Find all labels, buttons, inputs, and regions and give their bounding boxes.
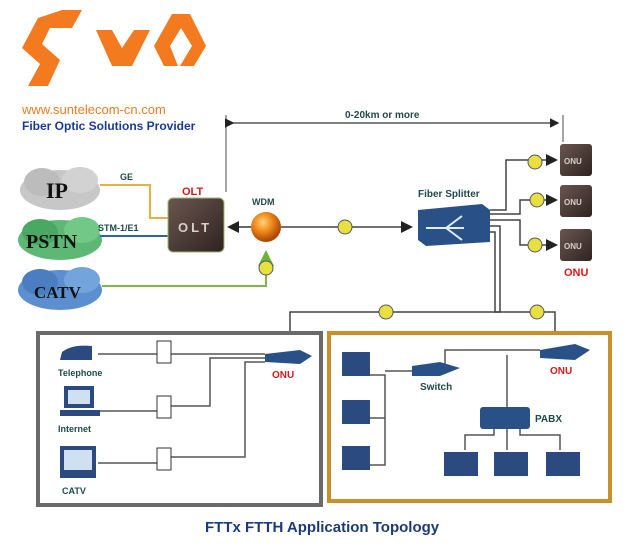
ge-link [100, 184, 168, 219]
onu-device-2: ONU [560, 185, 592, 217]
tv-icon [60, 446, 96, 478]
onu-device-1: ONU [560, 144, 592, 176]
internet-label: Internet [58, 424, 91, 434]
catv-link [102, 250, 274, 287]
pc-icons [342, 352, 370, 470]
onu-device-1-text: ONU [564, 157, 582, 166]
onu-device-3: ONU [560, 229, 592, 261]
onu-device-3-text: ONU [564, 242, 582, 251]
onu-device-2-text: ONU [564, 198, 582, 207]
onu-left-device [265, 350, 312, 364]
onu-right-label: ONU [550, 366, 572, 377]
cloud-ip-label: IP [46, 178, 68, 203]
tagline: Fiber Optic Solutions Provider [22, 119, 196, 133]
ip-phone-icons [444, 452, 580, 476]
onu-right-device [540, 344, 590, 360]
pabx-label: PABX [535, 414, 562, 425]
ge-label: GE [120, 172, 133, 182]
onu-label-top: ONU [564, 267, 589, 279]
telephone-icon [60, 345, 92, 360]
wdm-label: WDM [252, 197, 275, 207]
sun-logo [22, 10, 206, 86]
olt-label: OLT [182, 186, 203, 198]
fiber-splitter-device [418, 204, 490, 246]
distance-label: 0-20km or more [345, 110, 420, 121]
pabx-device [480, 407, 530, 429]
cloud-pstn-label: PSTN [26, 231, 78, 253]
onu-left-label: ONU [272, 370, 294, 381]
catv-device-label: CATV [62, 486, 86, 496]
stm-label: STM-1/E1 [98, 223, 139, 233]
website-link[interactable]: www.suntelecom-cn.com [21, 102, 166, 117]
switch-device [412, 362, 460, 376]
wall-sockets [156, 340, 172, 471]
cloud-ip: IP [20, 167, 100, 210]
computer-icon [60, 386, 100, 416]
splitter-label: Fiber Splitter [418, 189, 480, 200]
switch-label: Switch [420, 382, 452, 393]
wdm-device [251, 212, 281, 242]
telephone-label: Telephone [58, 368, 102, 378]
left-box-wiring [98, 353, 265, 464]
cloud-catv-label: CATV [34, 283, 82, 302]
olt-device-text: OLT [178, 220, 212, 235]
cloud-catv: CATV [18, 267, 102, 310]
diagram-title: FTTx FTTH Application Topology [205, 519, 440, 536]
olt-device: OLT [167, 197, 225, 253]
cloud-pstn: PSTN [18, 217, 102, 260]
